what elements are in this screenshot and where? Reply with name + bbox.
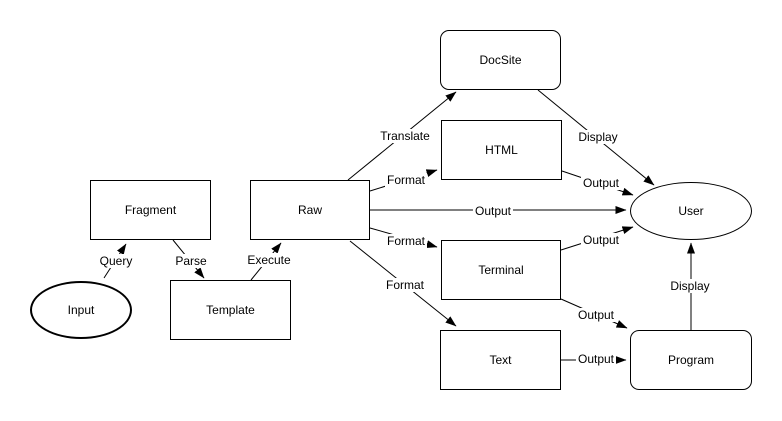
node-program-label: Program — [667, 353, 714, 367]
node-template-label: Template — [206, 303, 255, 317]
edge-label-parse: Parse — [173, 254, 209, 268]
node-raw: Raw — [250, 180, 370, 240]
node-html: HTML — [441, 120, 562, 180]
edge-label-format-html: Format — [384, 173, 428, 187]
node-text: Text — [440, 330, 561, 390]
node-program: Program — [630, 330, 752, 390]
edge-label-format-terminal: Format — [384, 234, 428, 248]
edge-label-output-raw-user: Output — [472, 204, 514, 218]
edge-label-output-text-program: Output — [575, 352, 617, 366]
edge-label-output-html: Output — [580, 176, 622, 190]
node-docsite-label: DocSite — [479, 53, 522, 67]
node-terminal-label: Terminal — [478, 263, 524, 277]
edge-label-output-terminal-program: Output — [575, 308, 617, 322]
edge-label-display-docsite: Display — [576, 130, 620, 144]
node-docsite: DocSite — [440, 30, 561, 90]
node-input-label: Input — [67, 303, 95, 317]
edge-label-execute: Execute — [245, 253, 293, 267]
node-user-label: User — [678, 204, 704, 218]
edge-label-output-terminal-user: Output — [580, 233, 622, 247]
node-fragment: Fragment — [90, 180, 211, 240]
node-html-label: HTML — [485, 143, 518, 157]
node-fragment-label: Fragment — [124, 203, 177, 217]
node-raw-label: Raw — [297, 203, 322, 217]
edge-label-display-program: Display — [668, 279, 712, 293]
edge-label-format-text: Format — [383, 278, 427, 292]
node-template: Template — [170, 280, 291, 340]
node-text-label: Text — [489, 353, 512, 367]
node-input: Input — [30, 281, 132, 339]
edge-label-query: Query — [97, 254, 135, 268]
edge-label-translate: Translate — [378, 129, 432, 143]
node-user: User — [630, 182, 752, 240]
node-terminal: Terminal — [441, 240, 561, 300]
